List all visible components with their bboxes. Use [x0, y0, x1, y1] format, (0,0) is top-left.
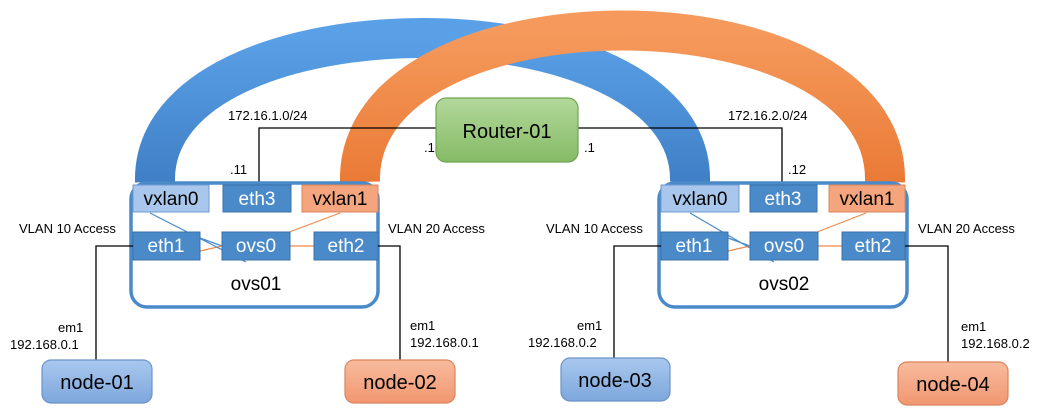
node-02[interactable]: node-02	[344, 359, 456, 404]
ovs02-eth3-ip: .12	[788, 162, 806, 177]
ovs01-vlan-left: VLAN 10 Access	[19, 221, 116, 236]
node-01[interactable]: node-01	[41, 359, 153, 404]
node-04-ip: 192.168.0.2	[961, 336, 1030, 351]
svg-text:eth3: eth3	[239, 189, 276, 210]
ovs02-port-vxlan0[interactable]: vxlan0	[660, 184, 740, 213]
ovs01-eth3-ip: .11	[230, 162, 247, 177]
svg-text:node-03: node-03	[578, 370, 651, 392]
node-04[interactable]: node-04	[897, 361, 1009, 406]
ovs02-vlan-left: VLAN 10 Access	[546, 221, 643, 236]
router-label: Router-01	[463, 121, 552, 143]
node-03[interactable]: node-03	[560, 357, 671, 402]
node-01-iface: em1	[58, 320, 83, 335]
ovs02-port-eth3[interactable]: eth3	[749, 184, 818, 213]
svg-text:ovs0: ovs0	[764, 236, 804, 257]
ovs02-name: ovs02	[759, 274, 810, 295]
ovs01-port-eth2[interactable]: eth2	[313, 231, 379, 261]
node-03-iface: em1	[577, 318, 602, 333]
svg-text:eth1: eth1	[676, 236, 713, 257]
ovs01-port-ovs0[interactable]: ovs0	[221, 231, 291, 261]
vxlan1-tunnel-arc	[339, 10, 906, 183]
ovs02-port-eth1[interactable]: eth1	[660, 231, 729, 261]
svg-text:node-01: node-01	[60, 372, 133, 394]
ovs01-name: ovs01	[231, 274, 282, 295]
ovs01-port-vxlan1[interactable]: vxlan1	[301, 184, 379, 213]
ovs01-port-vxlan0[interactable]: vxlan0	[132, 184, 210, 213]
network-right: 172.16.2.0/24	[728, 108, 808, 123]
svg-text:eth2: eth2	[855, 236, 892, 257]
svg-text:vxlan0: vxlan0	[673, 189, 728, 210]
ovs02-vlan-right: VLAN 20 Access	[918, 221, 1015, 236]
ovs02-port-eth2[interactable]: eth2	[841, 231, 906, 261]
ovs01-port-eth1[interactable]: eth1	[132, 231, 201, 261]
router-right-if: .1	[584, 140, 595, 155]
ovs02-port-vxlan1[interactable]: vxlan1	[828, 184, 906, 213]
node-02-ip: 192.168.0.1	[410, 335, 479, 350]
node-03-ip: 192.168.0.2	[528, 335, 597, 350]
svg-text:eth2: eth2	[328, 236, 365, 257]
router-left-if: .1	[424, 140, 435, 155]
svg-text:vxlan1: vxlan1	[840, 189, 895, 210]
router-01[interactable]: Router-01	[435, 97, 579, 163]
svg-text:node-02: node-02	[363, 372, 436, 394]
ovs01-port-eth3[interactable]: eth3	[222, 184, 292, 213]
svg-text:node-04: node-04	[916, 374, 989, 396]
vxlan0-tunnel-arc	[134, 18, 711, 183]
svg-text:ovs0: ovs0	[236, 236, 276, 257]
link-ovs02-eth3-router	[540, 127, 783, 182]
svg-text:vxlan1: vxlan1	[313, 189, 368, 210]
node-01-ip: 192.168.0.1	[10, 337, 79, 352]
svg-text:eth3: eth3	[765, 189, 802, 210]
node-02-iface: em1	[410, 318, 435, 333]
ovs01-vlan-right: VLAN 20 Access	[388, 221, 485, 236]
link-ovs01-eth3-router	[258, 127, 470, 182]
svg-text:vxlan0: vxlan0	[144, 189, 199, 210]
network-left: 172.16.1.0/24	[228, 108, 308, 123]
node-links	[95, 245, 949, 362]
node-04-iface: em1	[961, 319, 986, 334]
ovs02-port-ovs0[interactable]: ovs0	[749, 231, 819, 261]
svg-text:eth1: eth1	[148, 236, 185, 257]
